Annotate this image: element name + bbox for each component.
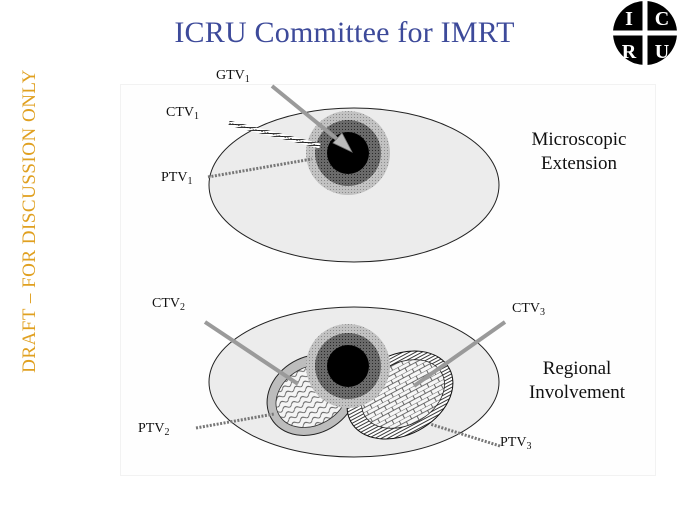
ctv1-label: CTV1 <box>166 105 199 122</box>
page-title: ICRU Committee for IMRT <box>174 16 515 49</box>
ctv2-arrow <box>203 320 300 386</box>
logo-letter-i: I <box>625 8 633 30</box>
gtv1-arrow <box>270 84 345 146</box>
ptv1-pointer <box>207 157 313 179</box>
logo-letter-u: U <box>655 41 669 63</box>
ctv3-label: CTV3 <box>512 301 545 318</box>
ctv1-pointer-edge <box>228 122 321 147</box>
gtv1-arrowhead <box>332 132 353 153</box>
bottom-volume-diagram <box>195 306 507 458</box>
gtv1-label: GTV1 <box>216 68 250 85</box>
ptv3-pointer <box>429 422 501 448</box>
ctv2-label: CTV2 <box>152 296 185 313</box>
top-volume-diagram <box>207 84 500 263</box>
annotation-line: Microscopic <box>531 129 627 150</box>
ctv3-arrow <box>412 320 507 388</box>
annotation-line: Regional <box>542 358 612 379</box>
annotation-line: Involvement <box>528 381 626 403</box>
icru-logo <box>612 1 678 65</box>
microscopic-extension-annotation: Microscopic Extension <box>507 128 651 176</box>
ptv3-label: PTV3 <box>500 435 532 452</box>
ptv2-pointer <box>195 412 275 430</box>
ptv2-label: PTV2 <box>138 421 170 438</box>
regional-involvement-annotation: Regional Involvement <box>505 357 649 405</box>
gtv1-region-bottom <box>327 345 369 387</box>
logo-letter-r: R <box>622 41 637 63</box>
annotation-line: Extension <box>541 152 617 174</box>
ptv1-label: PTV1 <box>161 170 193 187</box>
logo-letter-c: C <box>655 8 669 30</box>
